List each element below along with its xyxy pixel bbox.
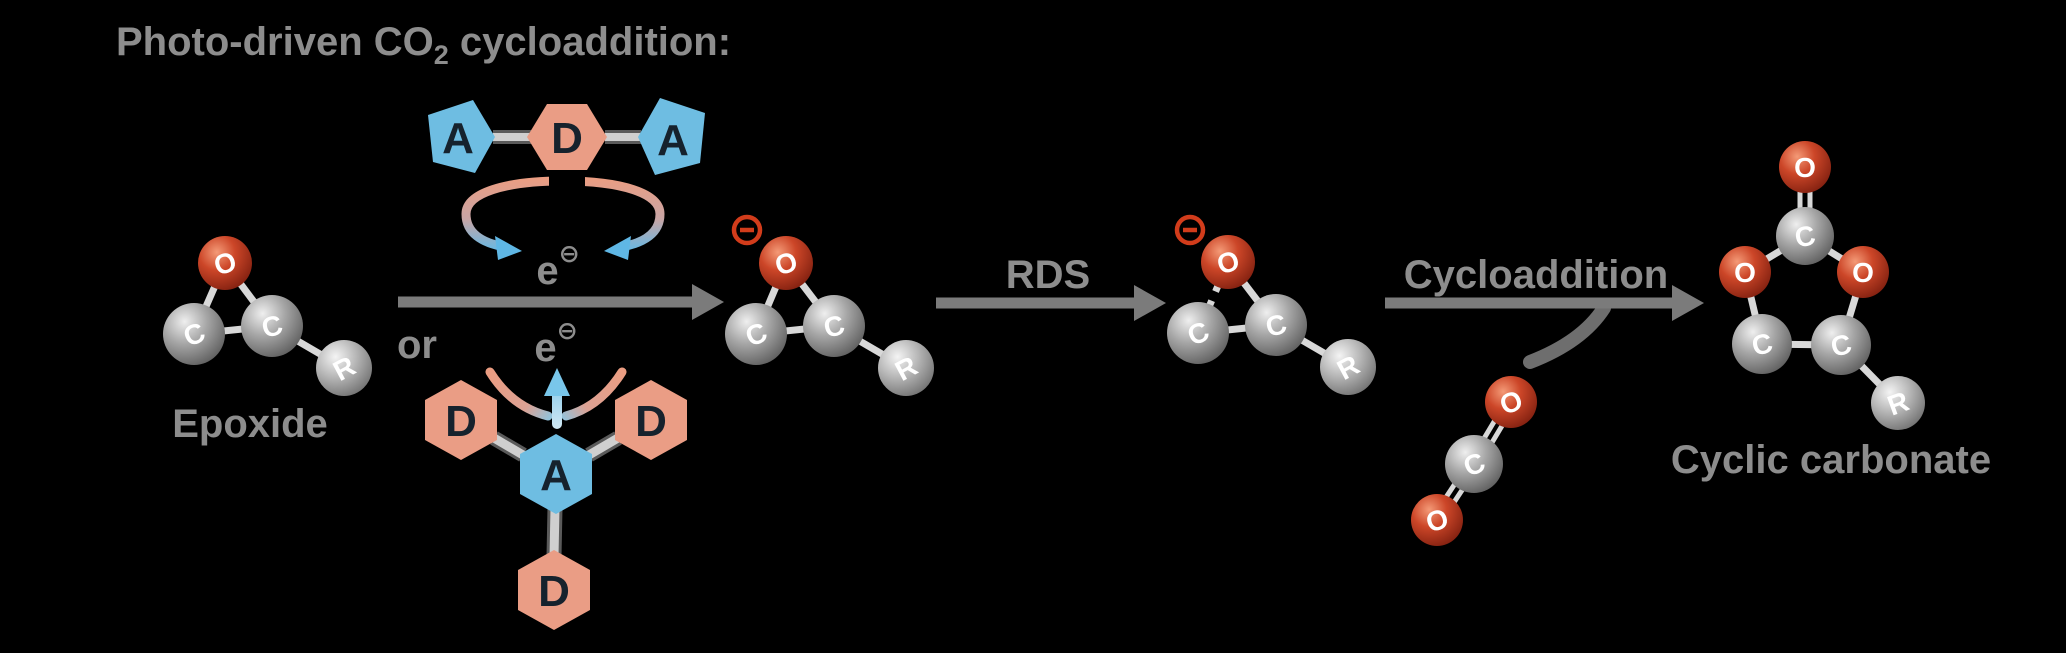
loop-arrowhead-right-icon	[604, 236, 631, 260]
electron-label-dad: e⊖	[534, 316, 577, 370]
cyclic-carbonate-molecule: O C O O C C R Cyclic carbonate	[1671, 141, 1991, 482]
negative-charge-icon	[1174, 214, 1206, 246]
acceptor-right-label: A	[657, 116, 689, 165]
electron-base: e	[536, 249, 558, 293]
donor-topleft-label: D	[445, 397, 477, 446]
donor-topright-shape	[615, 380, 687, 460]
carbon-atom	[725, 303, 787, 365]
epoxide-radical-anion-molecule: O C C R	[725, 214, 934, 396]
oxygen-atom	[1201, 235, 1255, 289]
title-subscript: 2	[434, 40, 449, 70]
acceptor-left-label: A	[442, 114, 474, 163]
donor-bottom-shape	[518, 550, 590, 630]
acceptor-left-shape	[428, 100, 495, 173]
electron-up-arrowhead-icon	[544, 368, 570, 396]
oxygen-atom	[1779, 141, 1831, 193]
oxygen-label: O	[1734, 257, 1756, 288]
r-group-atom	[878, 340, 934, 396]
acceptor-center-label: A	[540, 451, 572, 500]
rds-label: RDS	[1006, 253, 1090, 297]
cycloaddition-label: Cycloaddition	[1404, 253, 1668, 297]
carbon-atom	[163, 303, 225, 365]
dad-bar-bottom	[549, 507, 560, 557]
loop-arrowhead-left-icon	[495, 236, 522, 260]
electron-swoosh-right	[561, 367, 627, 421]
epoxide-molecule: O C C R Epoxide	[163, 236, 372, 446]
dad-bar-topleft	[491, 434, 526, 459]
carbon-atom	[241, 295, 303, 357]
carbon-atom	[1776, 207, 1834, 265]
electron-swoosh-left	[485, 367, 553, 421]
donor-label: D	[551, 114, 583, 163]
donor-stem-mask	[549, 170, 585, 196]
r-group-atom	[1871, 376, 1925, 430]
cycloaddition-arrow: Cycloaddition	[1385, 253, 1704, 369]
donor-topleft-shape	[425, 380, 497, 460]
epoxide-caption: Epoxide	[172, 402, 328, 446]
donor-shape	[527, 104, 607, 170]
oxygen-atom	[1837, 246, 1889, 298]
oxygen-atom	[1485, 376, 1537, 428]
title-pre: Photo-driven CO	[116, 20, 434, 64]
oxygen-atom	[198, 236, 252, 290]
electron-loop-arrow-left	[461, 176, 568, 252]
r-group-atom	[1320, 339, 1376, 395]
co2-feed-curve	[1523, 301, 1611, 369]
arrowhead-icon	[1672, 285, 1704, 321]
oxygen-atom	[1411, 494, 1463, 546]
rds-arrow: RDS	[936, 253, 1166, 321]
r-group-atom	[316, 340, 372, 396]
negative-charge-icon	[731, 214, 763, 246]
title-post: cycloaddition:	[449, 20, 731, 64]
dad-photocatalyst: D D A D e⊖	[425, 316, 687, 630]
electron-sup-icon: ⊖	[557, 316, 578, 345]
reduction-arrow	[398, 284, 724, 320]
donor-topright-label: D	[635, 397, 667, 446]
oxygen-atom	[1719, 246, 1771, 298]
dad-bar-topright	[586, 434, 621, 459]
or-label: or	[397, 323, 437, 367]
carbon-atom	[803, 295, 865, 357]
electron-label-ada: e⊖	[536, 239, 579, 293]
co2-molecule: O C O	[1411, 376, 1537, 546]
acceptor-right-shape	[638, 98, 705, 175]
carbon-atom	[1245, 294, 1307, 356]
oxygen-label: O	[1794, 152, 1816, 183]
oxygen-label: O	[1852, 257, 1874, 288]
acceptor-center-shape	[520, 434, 592, 514]
arrowhead-icon	[1134, 285, 1166, 321]
figure-title: Photo-driven CO2 cycloaddition:	[116, 20, 731, 70]
cyclic-carbonate-caption: Cyclic carbonate	[1671, 438, 1991, 482]
carbon-atom	[1811, 315, 1871, 375]
donor-bottom-label: D	[538, 567, 570, 616]
electron-base: e	[534, 326, 556, 370]
oxygen-atom	[759, 236, 813, 290]
ada-photocatalyst: A D A e⊖	[428, 98, 705, 293]
carbon-atom	[1167, 302, 1229, 364]
ring-opened-radical-anion-molecule: O C C R	[1167, 214, 1376, 395]
electron-sup-icon: ⊖	[559, 239, 580, 268]
carbon-atom	[1445, 435, 1503, 493]
carbon-atom	[1732, 314, 1792, 374]
arrowhead-icon	[692, 284, 724, 320]
electron-loop-arrow-right	[558, 176, 665, 252]
